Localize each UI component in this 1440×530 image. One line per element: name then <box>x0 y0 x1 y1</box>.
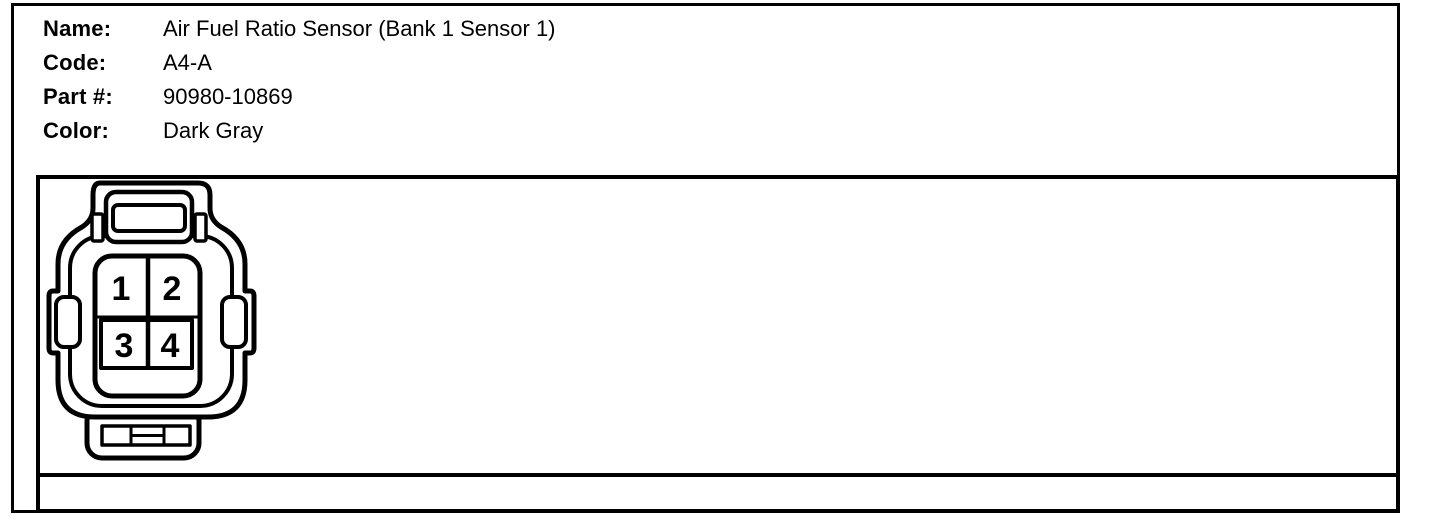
pin-1-label: 1 <box>112 270 131 308</box>
pin-3-label: 3 <box>115 327 134 365</box>
lock-housing-inner <box>111 203 187 233</box>
header-fields: Name: Air Fuel Ratio Sensor (Bank 1 Sens… <box>43 12 556 148</box>
field-code: Code: A4-A <box>43 46 556 80</box>
side-bump-right <box>220 295 248 349</box>
footer-strip <box>36 477 1400 513</box>
code-label: Code: <box>43 50 107 75</box>
pin-2-label: 2 <box>163 270 182 308</box>
part-number-value: 90980-10869 <box>163 84 293 109</box>
pin-4-label: 4 <box>161 327 180 365</box>
name-label: Name: <box>43 16 112 41</box>
side-bump-left <box>54 295 82 349</box>
code-value: A4-A <box>163 50 212 75</box>
lock-guide-right <box>193 212 208 243</box>
color-label: Color: <box>43 118 109 143</box>
connector-diagram-panel: 1 2 3 4 <box>36 175 1400 477</box>
pin-grid-bottom-row-frame <box>99 318 194 370</box>
part-number-label: Part #: <box>43 84 113 109</box>
field-color: Color: Dark Gray <box>43 114 556 148</box>
color-value: Dark Gray <box>163 118 264 143</box>
name-value: Air Fuel Ratio Sensor (Bank 1 Sensor 1) <box>163 16 556 41</box>
connector-face-diagram: 1 2 3 4 <box>46 180 257 461</box>
field-part-number: Part #: 90980-10869 <box>43 80 556 114</box>
lock-guide-left <box>90 212 105 243</box>
lock-housing <box>103 189 195 245</box>
field-name: Name: Air Fuel Ratio Sensor (Bank 1 Sens… <box>43 12 556 46</box>
